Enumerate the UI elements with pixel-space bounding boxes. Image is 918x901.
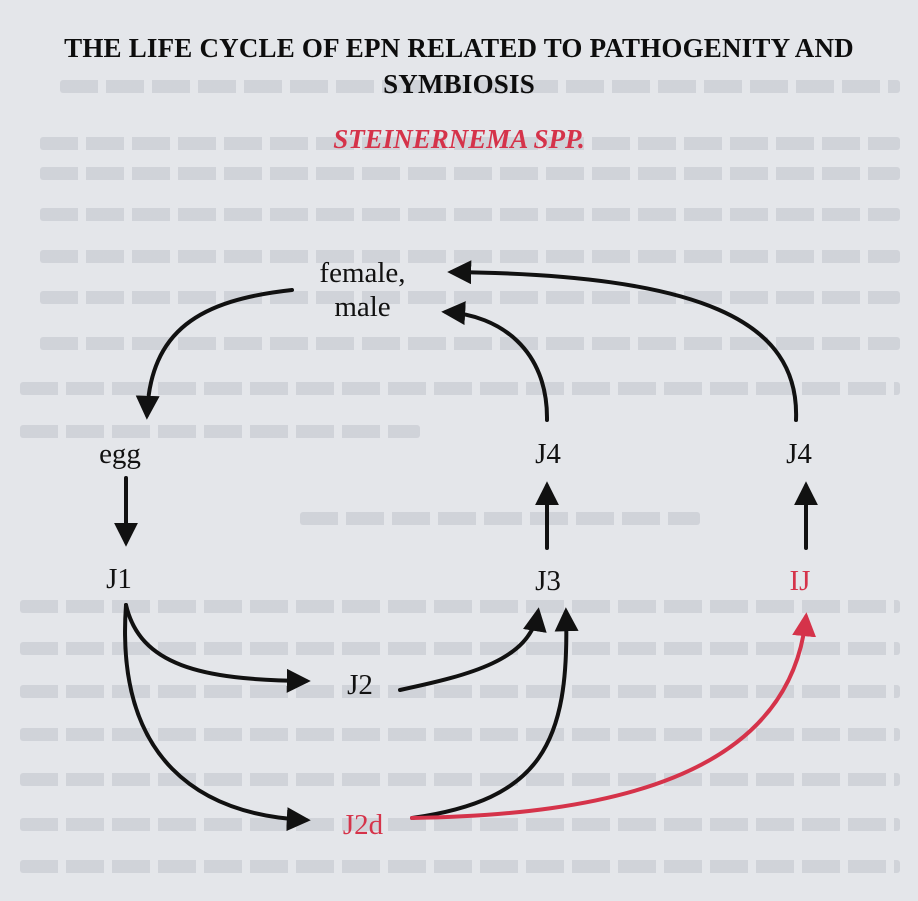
arrow-j4-center-to-female — [441, 301, 550, 422]
node-j4-center: J4 — [535, 438, 561, 470]
node-j2d: J2d — [342, 809, 384, 841]
arrow-j2-to-j3 — [398, 607, 547, 692]
diagram-subtitle: STEINERNEMA SPP. — [333, 124, 585, 154]
node-male-label: male — [334, 291, 391, 323]
node-j4-right: J4 — [786, 438, 812, 470]
node-j2: J2 — [347, 669, 373, 701]
arrow-j4-right-to-female — [447, 260, 799, 422]
arrow-j1-to-j2 — [124, 603, 311, 693]
arrow-j1-to-j2d — [123, 603, 311, 832]
node-female-label: female, — [319, 257, 406, 289]
node-j3: J3 — [535, 565, 561, 597]
node-female-male: female, male — [300, 256, 425, 324]
node-j1: J1 — [106, 563, 132, 595]
arrow-j2d-to-j3 — [410, 607, 579, 820]
title-line-1: THE LIFE CYCLE OF EPN RELATED TO PATHOGE… — [64, 33, 854, 63]
arrow-female-to-egg — [135, 288, 294, 420]
node-ij: IJ — [789, 565, 811, 597]
node-egg: egg — [99, 438, 141, 470]
diagram-title: THE LIFE CYCLE OF EPN RELATED TO PATHOGE… — [0, 30, 918, 102]
arrow-j2d-to-ij — [410, 612, 817, 820]
title-line-2: SYMBIOSIS — [383, 69, 535, 99]
